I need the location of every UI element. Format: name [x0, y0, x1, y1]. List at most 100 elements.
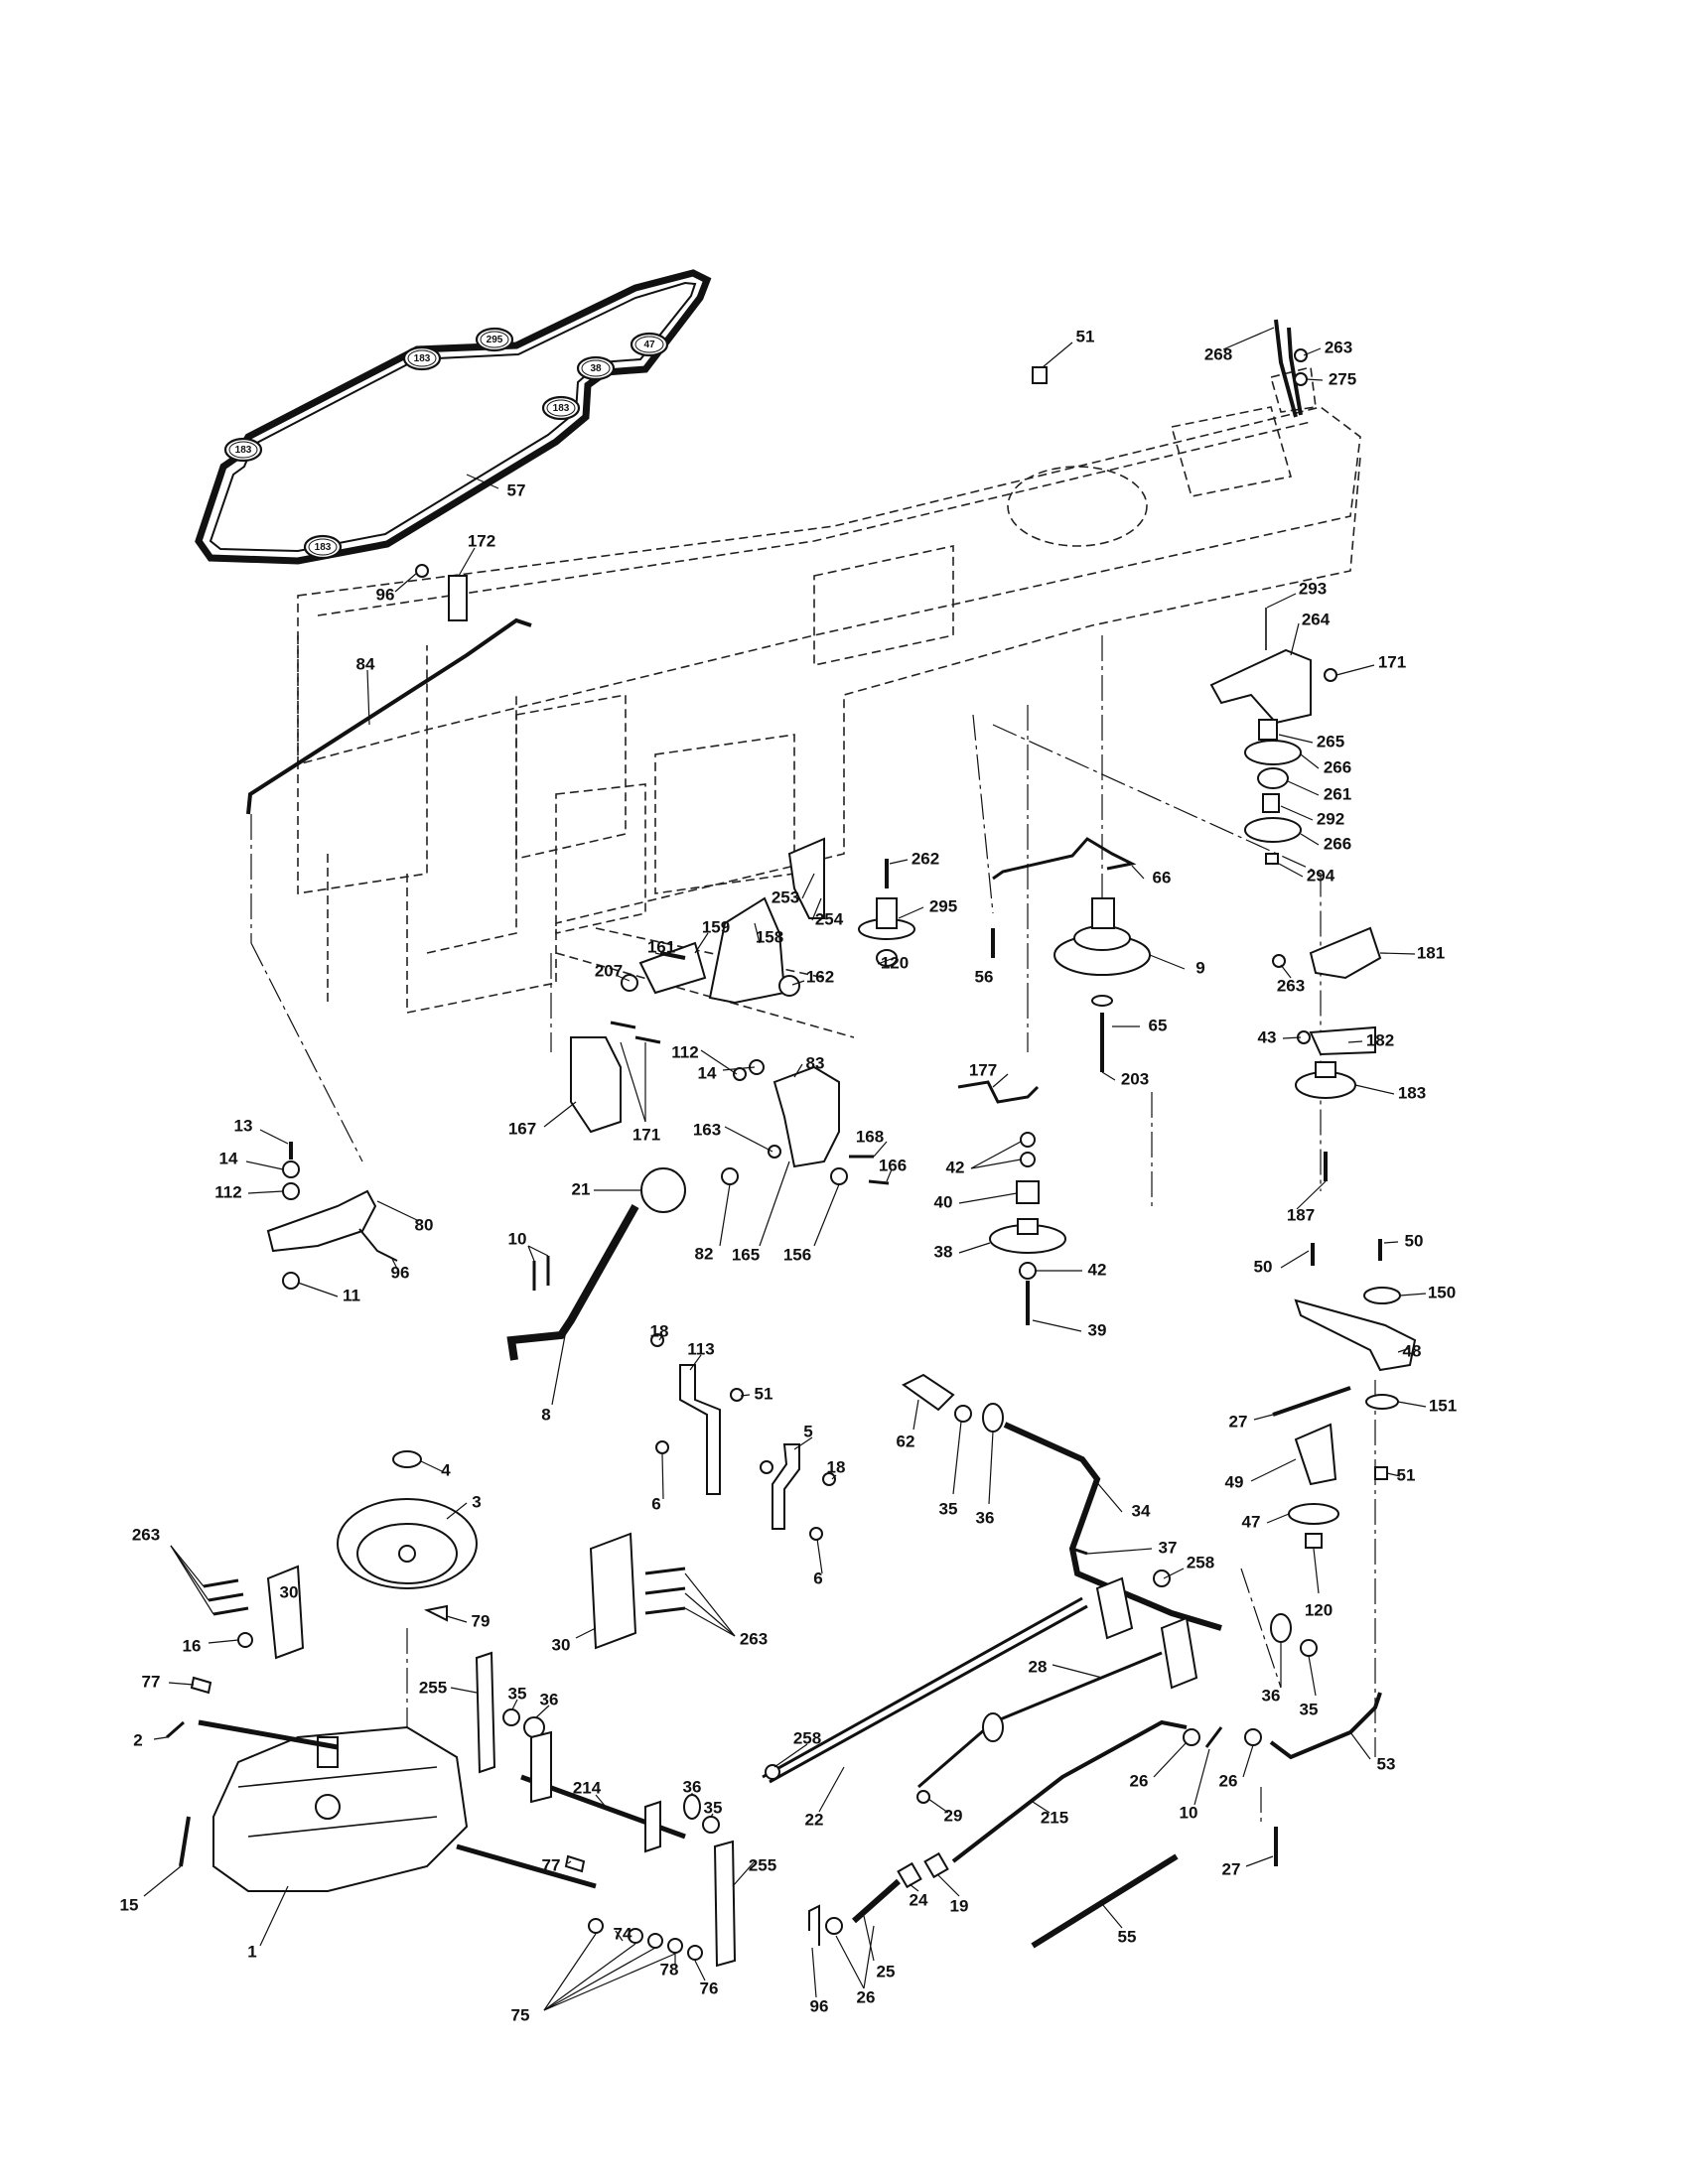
callout-15: 15: [120, 1895, 139, 1914]
callout-4: 4: [441, 1460, 451, 1479]
callout-55: 55: [1118, 1927, 1137, 1946]
callout-120: 120: [881, 953, 909, 972]
callout-30: 30: [280, 1582, 299, 1601]
callout-10: 10: [1180, 1803, 1198, 1822]
callout-27: 27: [1229, 1412, 1248, 1431]
callout-82: 82: [695, 1244, 714, 1263]
belt-badge-inner-oval: [480, 331, 509, 348]
callout-35: 35: [508, 1684, 527, 1703]
callout-263: 263: [740, 1629, 768, 1648]
callout-2: 2: [133, 1730, 142, 1749]
belt-badge-183: 183: [303, 534, 343, 560]
callout-10: 10: [508, 1229, 527, 1248]
callout-113: 113: [687, 1339, 714, 1358]
callout-207: 207: [595, 961, 623, 980]
callout-66: 66: [1153, 868, 1172, 887]
callout-48: 48: [1403, 1341, 1422, 1360]
leader-lines: [143, 327, 1427, 2011]
belt-badge-inner-oval: [634, 336, 664, 353]
callout-214: 214: [573, 1778, 602, 1797]
frame-dashed: [297, 366, 1361, 1038]
callout-62: 62: [897, 1432, 915, 1450]
callout-255: 255: [749, 1855, 776, 1874]
callout-172: 172: [468, 531, 495, 550]
callout-36: 36: [1262, 1686, 1281, 1705]
callout-18: 18: [827, 1457, 846, 1476]
callout-57: 57: [507, 480, 526, 499]
callout-263: 263: [132, 1525, 160, 1544]
callout-215: 215: [1041, 1808, 1068, 1827]
callout-263: 263: [1325, 338, 1352, 356]
callout-96: 96: [810, 1996, 829, 2015]
callout-74: 74: [614, 1924, 632, 1943]
callout-263: 263: [1277, 976, 1305, 995]
belt-badge-oval: [303, 534, 343, 560]
belt-badge-183: 183: [223, 437, 263, 463]
callout-47: 47: [1242, 1512, 1261, 1531]
callout-39: 39: [1088, 1320, 1107, 1339]
belt-badge-oval: [541, 395, 581, 421]
callout-183: 183: [1398, 1083, 1426, 1102]
belt-badge-oval: [630, 332, 669, 357]
callout-261: 261: [1324, 784, 1351, 803]
callout-266: 266: [1324, 834, 1351, 853]
belt-badge-183: 183: [541, 395, 581, 421]
center-lines: [250, 635, 1376, 1827]
callout-35: 35: [704, 1798, 723, 1817]
callout-177: 177: [969, 1060, 997, 1079]
callout-26: 26: [1219, 1771, 1238, 1790]
callout-30: 30: [552, 1635, 571, 1654]
callout-19: 19: [950, 1896, 969, 1915]
callout-294: 294: [1307, 866, 1335, 885]
callout-51: 51: [1076, 327, 1095, 345]
callout-77: 77: [542, 1855, 561, 1874]
callout-49: 49: [1225, 1472, 1244, 1491]
callout-80: 80: [415, 1215, 434, 1234]
callout-37: 37: [1159, 1538, 1178, 1557]
callout-79: 79: [472, 1611, 491, 1630]
callout-264: 264: [1302, 610, 1331, 628]
belt-badge-183: 183: [402, 345, 442, 371]
belt-badge-label: 183: [315, 542, 332, 553]
belt-badge-label: 295: [487, 335, 503, 345]
belt-badge-label: 183: [235, 445, 252, 456]
belt-badge-inner-oval: [228, 441, 258, 459]
callout-50: 50: [1405, 1231, 1424, 1250]
belt-badge-oval: [402, 345, 442, 371]
callout-163: 163: [693, 1120, 721, 1139]
callout-77: 77: [142, 1672, 161, 1691]
callout-51: 51: [1397, 1465, 1416, 1484]
callout-295: 295: [929, 896, 957, 915]
callout-53: 53: [1377, 1754, 1396, 1773]
callout-151: 151: [1429, 1396, 1457, 1415]
callout-36: 36: [683, 1777, 702, 1796]
callout-258: 258: [1187, 1553, 1214, 1571]
callout-275: 275: [1329, 369, 1356, 388]
callout-36: 36: [540, 1690, 559, 1708]
callout-96: 96: [391, 1263, 410, 1282]
callout-156: 156: [783, 1245, 811, 1264]
callout-76: 76: [700, 1979, 719, 1997]
callout-171: 171: [632, 1125, 660, 1144]
callout-6: 6: [651, 1494, 660, 1513]
callout-38: 38: [934, 1242, 953, 1261]
callout-75: 75: [511, 2005, 530, 2024]
belt-badge-label: 183: [553, 403, 570, 414]
belt-badge-38: 38: [576, 355, 616, 381]
callout-78: 78: [660, 1960, 679, 1979]
callout-9: 9: [1195, 958, 1204, 977]
belt-pulley-badges: 295 47 183 38 183 183 183: [223, 327, 669, 560]
callout-150: 150: [1428, 1283, 1456, 1301]
callout-14: 14: [698, 1063, 717, 1082]
callout-50: 50: [1254, 1257, 1273, 1276]
callout-112: 112: [214, 1182, 241, 1201]
belt-badge-label: 47: [643, 340, 655, 350]
callout-26: 26: [1130, 1771, 1149, 1790]
callout-159: 159: [702, 917, 730, 936]
callout-162: 162: [806, 967, 834, 986]
callout-268: 268: [1204, 344, 1232, 363]
callout-16: 16: [183, 1636, 202, 1655]
callout-84: 84: [356, 654, 375, 673]
callout-120: 120: [1305, 1600, 1333, 1619]
